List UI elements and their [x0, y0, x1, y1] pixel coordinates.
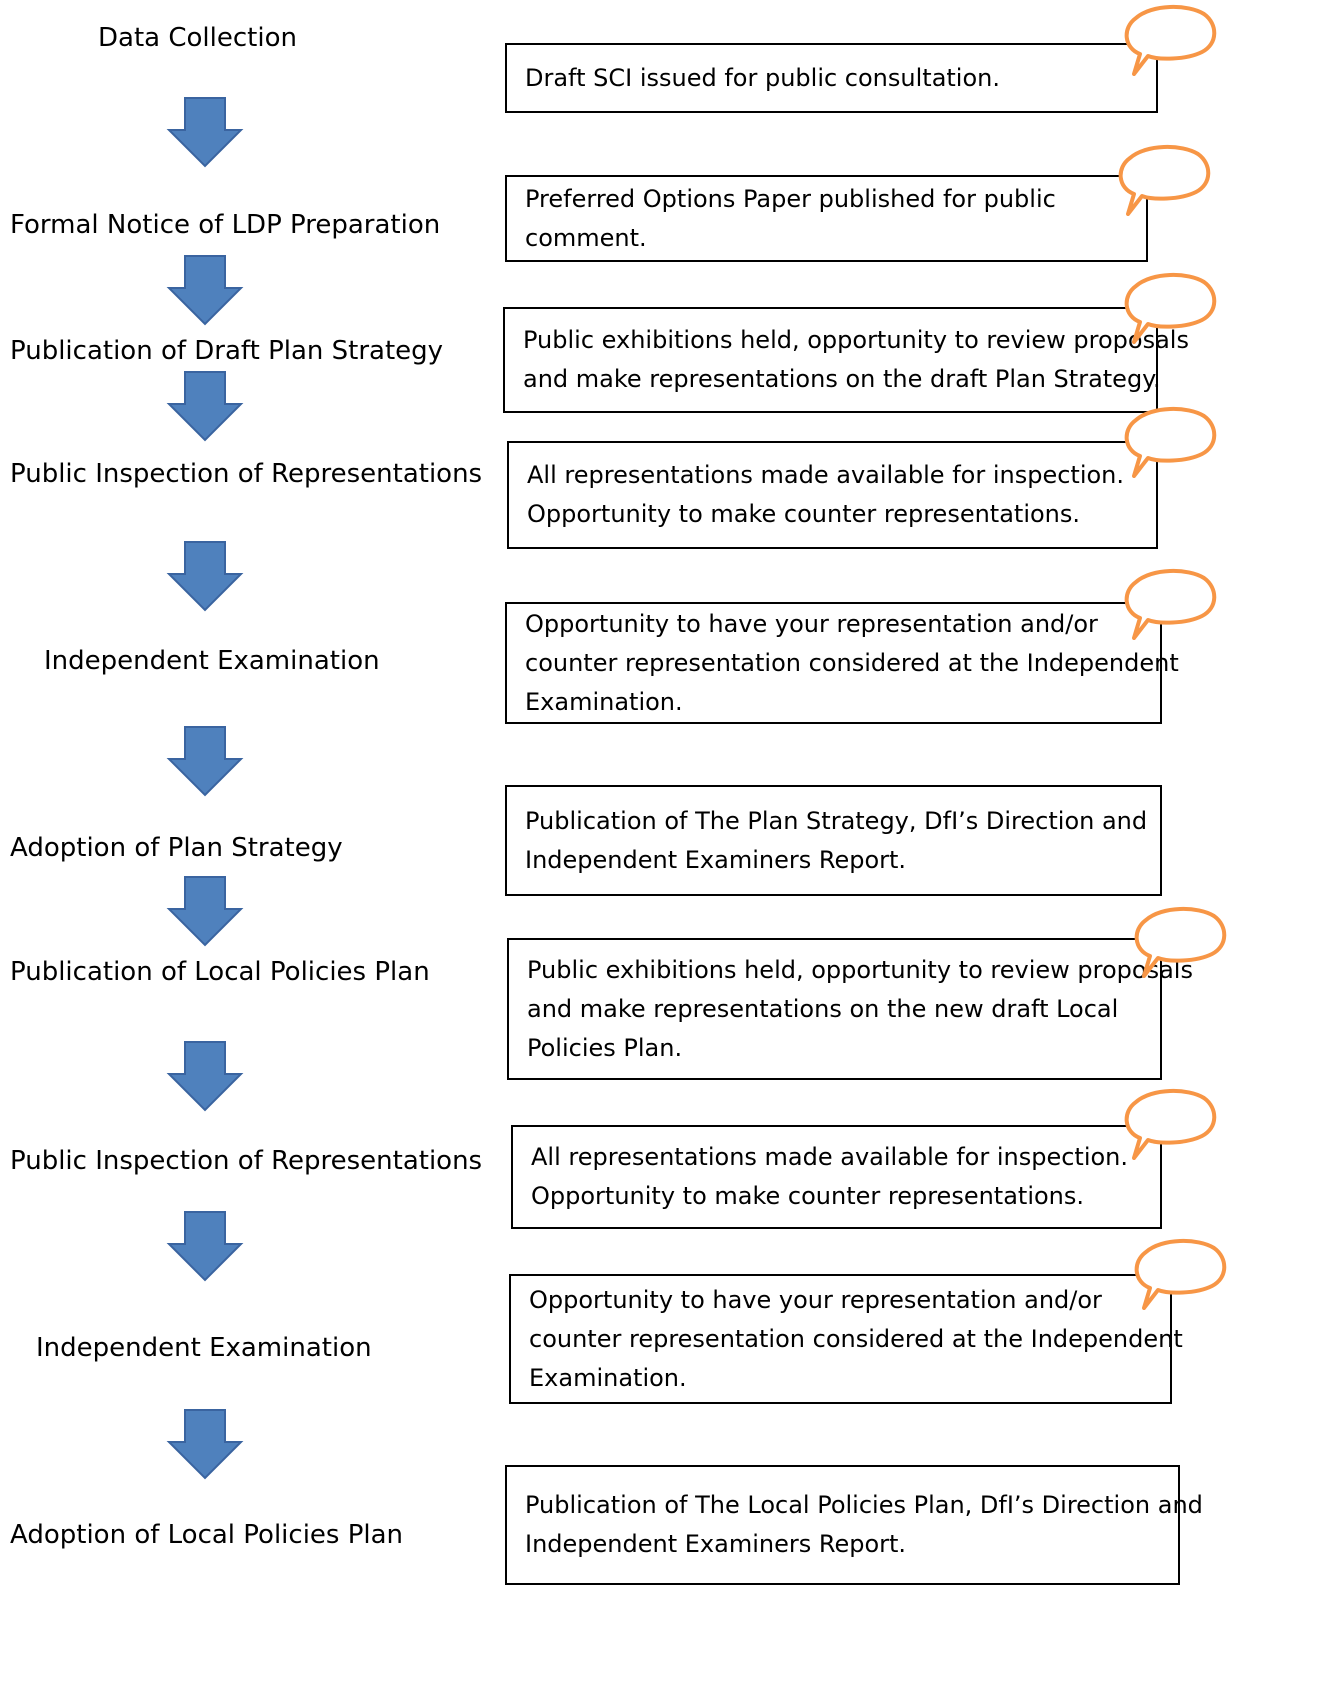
stage-label-8: Public Inspection of Representations: [10, 1146, 483, 1176]
stage-label-4: Public Inspection of Representations: [10, 459, 483, 489]
speech-bubble-icon: [1118, 144, 1211, 216]
note-box-7: Public exhibitions held, opportunity to …: [507, 938, 1193, 1080]
speech-bubble-icon: [1124, 1088, 1217, 1160]
note-7-line-2: and make representations on the new draf…: [527, 994, 1119, 1023]
note-5-line-1: Opportunity to have your representation …: [525, 609, 1098, 638]
note-7-line-3: Policies Plan.: [527, 1033, 683, 1062]
speech-bubble-icon: [1124, 568, 1217, 640]
note-box-1: Draft SCI issued for public consultation…: [505, 43, 1158, 113]
stage-label-5: Independent Examination: [44, 646, 380, 676]
note-3-line-1: Public exhibitions held, opportunity to …: [523, 326, 1189, 354]
note-box-6: Publication of The Plan Strategy, DfI’s …: [505, 785, 1162, 896]
note-6-line-2: Independent Examiners Report.: [525, 845, 907, 874]
note-box-2: Preferred Options Paper published for pu…: [505, 175, 1148, 262]
stage-label-10: Adoption of Local Policies Plan: [10, 1520, 404, 1550]
note-box-10: Publication of The Local Policies Plan, …: [505, 1465, 1203, 1585]
note-box-9: Opportunity to have your representation …: [509, 1274, 1183, 1404]
down-arrow-icon: [166, 97, 244, 168]
note-2-line-2: comment.: [525, 223, 647, 252]
stage-label-2: Formal Notice of LDP Preparation: [10, 210, 441, 240]
note-box-4: All representations made available for i…: [507, 441, 1158, 549]
note-7-line-1: Public exhibitions held, opportunity to …: [527, 955, 1193, 984]
down-arrow-icon: [166, 1409, 244, 1480]
down-arrow-icon: [166, 1211, 244, 1282]
stage-label-9: Independent Examination: [36, 1333, 372, 1363]
note-box-3: Public exhibitions held, opportunity to …: [503, 307, 1189, 413]
note-6-line-1: Publication of The Plan Strategy, DfI’s …: [525, 806, 1148, 835]
note-box-5: Opportunity to have your representation …: [505, 602, 1179, 724]
note-10-line-2: Independent Examiners Report.: [525, 1530, 907, 1558]
note-4-line-1: All representations made available for i…: [527, 461, 1125, 489]
down-arrow-icon: [166, 541, 244, 612]
note-5-line-3: Examination.: [525, 687, 683, 716]
note-9-line-2: counter representation considered at the…: [529, 1324, 1183, 1353]
stage-label-3: Publication of Draft Plan Strategy: [10, 336, 444, 366]
stage-label-1: Data Collection: [98, 23, 297, 53]
stage-label-7: Publication of Local Policies Plan: [10, 957, 430, 987]
down-arrow-icon: [166, 876, 244, 947]
stage-label-6: Adoption of Plan Strategy: [10, 833, 343, 863]
note-box-8: All representations made available for i…: [511, 1125, 1162, 1229]
down-arrow-icon: [166, 726, 244, 797]
note-1-line-1: Draft SCI issued for public consultation…: [525, 63, 1000, 92]
down-arrow-icon: [166, 1041, 244, 1112]
note-8-line-1: All representations made available for i…: [531, 1143, 1129, 1171]
speech-bubble-icon: [1124, 4, 1217, 76]
note-9-line-1: Opportunity to have your representation …: [529, 1285, 1102, 1314]
speech-bubble-icon: [1124, 272, 1217, 344]
speech-bubble-icon: [1134, 1238, 1227, 1310]
note-8-line-2: Opportunity to make counter representati…: [531, 1182, 1085, 1210]
speech-bubble-icon: [1124, 406, 1217, 478]
note-9-line-3: Examination.: [529, 1363, 687, 1392]
note-4-line-2: Opportunity to make counter representati…: [527, 500, 1081, 528]
down-arrow-icon: [166, 371, 244, 442]
note-10-line-1: Publication of The Local Policies Plan, …: [525, 1491, 1203, 1519]
note-5-line-2: counter representation considered at the…: [525, 648, 1179, 677]
speech-bubble-icon: [1134, 906, 1227, 978]
down-arrow-icon: [166, 255, 244, 326]
note-3-line-2: and make representations on the draft Pl…: [523, 365, 1161, 393]
note-2-line-1: Preferred Options Paper published for pu…: [525, 184, 1056, 213]
